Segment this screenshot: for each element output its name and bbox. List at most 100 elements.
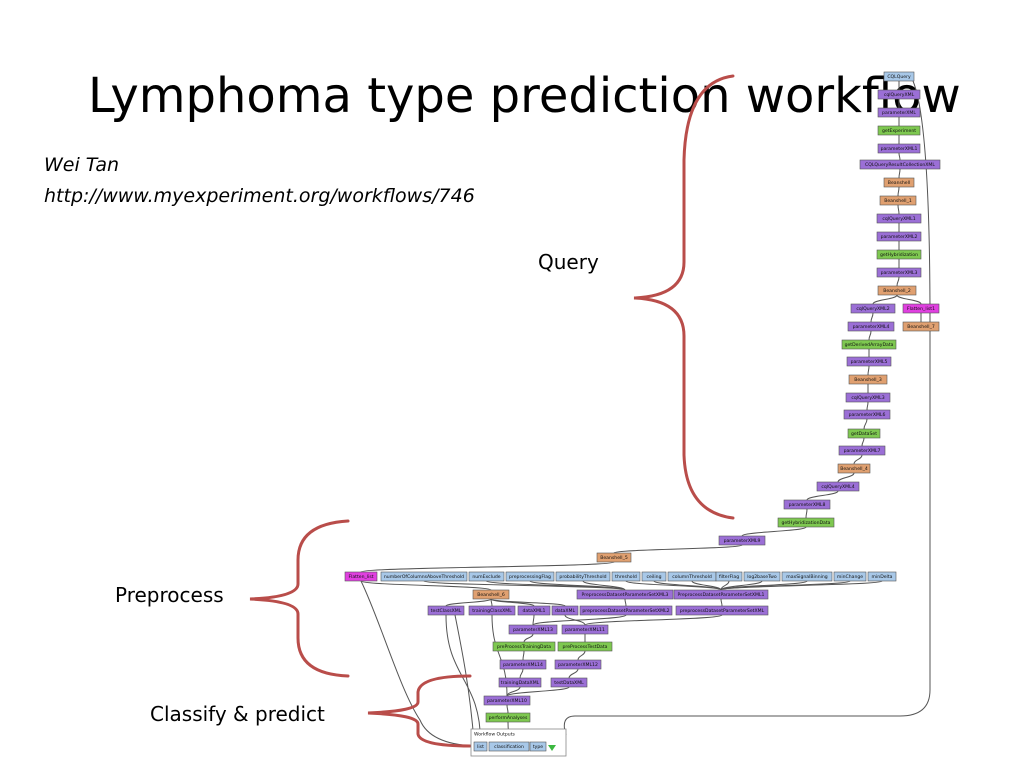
workflow-node-s5-label: parameterXML14	[503, 662, 543, 668]
workflow-node-n2-box	[877, 89, 921, 100]
workflow-edge	[805, 508, 808, 519]
workflow-node-n20[interactable]: Beanshell_3	[848, 374, 888, 385]
expand-triangle-icon[interactable]	[548, 745, 556, 751]
workflow-node-n11-box	[876, 249, 922, 260]
workflow-node-p4[interactable]: preprocessingFlag	[505, 571, 555, 582]
workflow-node-n16[interactable]: parameterXML4	[847, 321, 895, 332]
workflow-url[interactable]: http://www.myexperiment.org/workflows/74…	[44, 185, 475, 207]
workflow-node-n3[interactable]: parameterXML	[877, 107, 921, 118]
workflow-edge	[741, 526, 807, 537]
workflow-node-p3-label: numExclude	[472, 574, 500, 580]
workflow-node-s3[interactable]: preProcessTrainingData	[492, 641, 556, 652]
workflow-edge	[577, 650, 586, 661]
workflow-node-p8[interactable]: columnThreshold	[667, 571, 717, 582]
workflow-node-r3[interactable]: dataXML1	[517, 605, 551, 616]
workflow-node-n9[interactable]: cqlQueryXML1	[876, 213, 922, 224]
workflow-edge	[806, 490, 839, 501]
workflow-edge	[868, 330, 872, 341]
workflow-node-r4[interactable]: dataXML	[551, 605, 579, 616]
workflow-node-q1[interactable]: Beanshell_6	[472, 589, 510, 600]
workflow-node-n15-box	[902, 303, 940, 314]
workflow-node-n5-box	[877, 143, 921, 154]
workflow-node-n7[interactable]: Beanshell	[883, 177, 915, 188]
workflow-node-p5[interactable]: probabilityThreshold	[555, 571, 611, 582]
workflow-node-n17[interactable]: Beanshell_7	[902, 321, 940, 332]
workflow-output-o2[interactable]: classification	[488, 741, 530, 752]
workflow-node-n27-box	[783, 499, 831, 510]
workflow-edge	[853, 454, 863, 465]
workflow-node-s7[interactable]: trainingDataXML	[498, 677, 542, 688]
workflow-node-p7[interactable]: ceiling	[641, 571, 667, 582]
workflow-node-r6[interactable]: preprocessDatasetParameterSetXML	[675, 605, 769, 616]
workflow-node-p3[interactable]: numExclude	[468, 571, 505, 582]
workflow-node-p11[interactable]: maxSignalBinning	[781, 571, 833, 582]
workflow-node-n29[interactable]: parameterXML9	[718, 535, 766, 546]
workflow-node-r1-box	[427, 605, 465, 616]
workflow-node-n5[interactable]: parameterXML1	[877, 143, 921, 154]
workflow-node-n11[interactable]: getHybridization	[876, 249, 922, 260]
workflow-edge	[653, 580, 722, 591]
workflow-node-r1[interactable]: testClassXML	[427, 605, 465, 616]
workflow-node-q2[interactable]: PreprocessDatasetParameterSetXML3	[576, 589, 674, 600]
workflow-node-n12-box	[876, 267, 922, 278]
workflow-node-r4-box	[551, 605, 579, 616]
workflow-node-s9[interactable]: parameterXML10	[483, 695, 531, 706]
workflow-node-s5[interactable]: parameterXML14	[499, 659, 547, 670]
workflow-node-n19-box	[846, 356, 892, 367]
workflow-node-p9[interactable]: filterFlag	[715, 571, 743, 582]
workflow-node-n21[interactable]: cqlQueryXML3	[845, 392, 891, 403]
workflow-node-p2[interactable]: numberOfColumnsAboveThreshold	[380, 571, 468, 582]
author-name: Wei Tan	[44, 154, 120, 176]
workflow-node-n1[interactable]: CQLQuery	[883, 71, 915, 82]
workflow-edge	[360, 580, 475, 747]
workflow-node-p12[interactable]: minChange	[833, 571, 867, 582]
workflow-node-n23[interactable]: getDataSet	[847, 428, 881, 439]
workflow-node-r5[interactable]: preprocessDatasetParameterSetXML2	[579, 605, 673, 616]
workflow-node-n15[interactable]: Flatten_list1	[902, 303, 940, 314]
workflow-output-o3[interactable]: type	[529, 741, 547, 752]
workflow-node-p10[interactable]: log2baseTwo	[743, 571, 781, 582]
workflow-node-p5-label: probabilityThreshold	[559, 574, 606, 580]
workflow-node-p6[interactable]: threshold	[611, 571, 641, 582]
workflow-node-s3-label: preProcessTrainingData	[497, 644, 551, 650]
workflow-node-n4[interactable]: getExperiment	[877, 125, 921, 136]
workflow-node-n15-label: Flatten_list1	[907, 306, 935, 312]
workflow-node-n13[interactable]: Beanshell_2	[877, 285, 917, 296]
workflow-node-s2[interactable]: parameterXML11	[561, 624, 609, 635]
workflow-edge	[532, 614, 535, 626]
workflow-node-n19[interactable]: parameterXML5	[846, 356, 892, 367]
workflow-node-s1-box	[508, 624, 558, 635]
workflow-node-n27[interactable]: parameterXML8	[783, 499, 831, 510]
workflow-node-n22[interactable]: parameterXML6	[843, 409, 891, 420]
workflow-node-n24[interactable]: parameterXML7	[838, 445, 886, 456]
workflow-node-n21-label: cqlQueryXML3	[851, 395, 884, 401]
workflow-node-p13[interactable]: minDelta	[867, 571, 897, 582]
workflow-node-n8[interactable]: Beanshell_1	[879, 195, 917, 206]
workflow-node-s8[interactable]: testDataXML	[550, 677, 588, 688]
workflow-node-s4[interactable]: preProcessTestData	[557, 641, 613, 652]
workflow-node-p1-label: Flatten_list	[348, 574, 373, 580]
workflow-node-p1[interactable]: Flatten_list	[344, 571, 378, 582]
workflow-node-n6-label: CQLQueryResultCollectionXML	[865, 162, 935, 168]
workflow-node-s10[interactable]: performAnalyses	[485, 712, 531, 723]
classify-predict-label: Classify & predict	[150, 702, 325, 726]
workflow-node-s6[interactable]: parameterXML12	[554, 659, 602, 670]
workflow-node-n13-box	[877, 285, 917, 296]
workflow-edge	[720, 580, 730, 591]
workflow-output-o1[interactable]: list	[473, 741, 488, 752]
workflow-node-n2[interactable]: cqlQueryXML	[877, 89, 921, 100]
workflow-node-n18[interactable]: getDerivedArrayData	[841, 339, 897, 350]
workflow-node-n12[interactable]: parameterXML3	[876, 267, 922, 278]
workflow-edge	[898, 152, 901, 161]
workflow-node-r2[interactable]: trainingClassXML	[468, 605, 516, 616]
workflow-node-n10[interactable]: parameterXML2	[876, 231, 922, 242]
workflow-node-s1[interactable]: parameterXML13	[508, 624, 558, 635]
workflow-node-n25[interactable]: Beanshell_4	[837, 463, 871, 474]
workflow-node-q3[interactable]: PreprocessDatasetParameterSetXML1	[673, 589, 769, 600]
workflow-node-n14[interactable]: cqlQueryXML2	[850, 303, 896, 314]
workflow-node-n6[interactable]: CQLQueryResultCollectionXML	[859, 159, 941, 170]
workflow-node-n26[interactable]: cqlQueryXML4	[816, 481, 860, 492]
workflow-node-n30[interactable]: Beanshell_5	[596, 552, 632, 563]
workflow-node-n28[interactable]: getHybridizationData	[777, 517, 835, 528]
workflow-node-q3-box	[673, 589, 769, 600]
